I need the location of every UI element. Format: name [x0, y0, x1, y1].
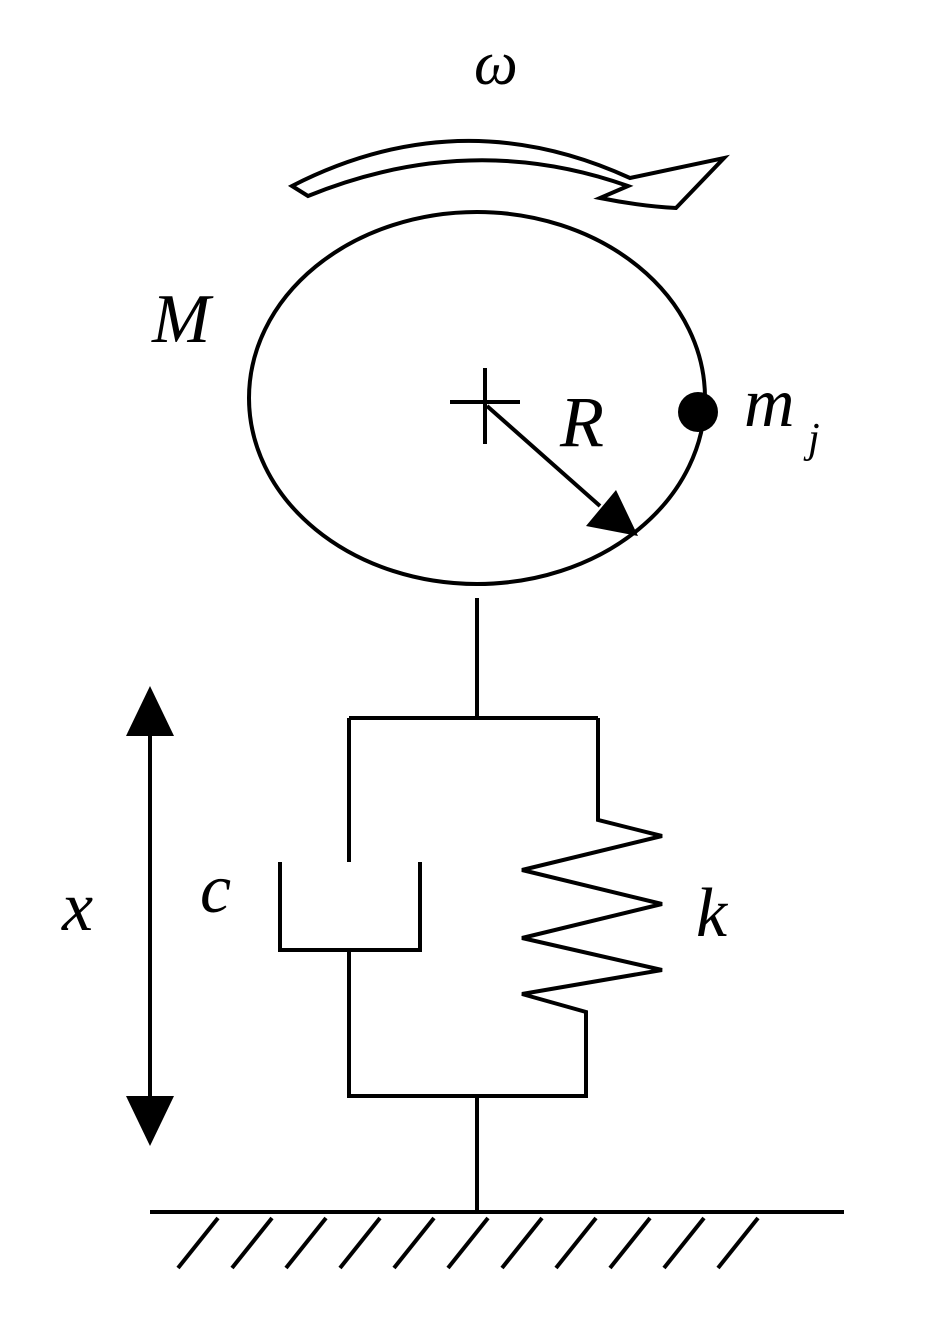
ground-hatch-line: [338, 1216, 382, 1270]
rotation-arrow: [287, 139, 730, 211]
ground-hatch-line: [392, 1216, 436, 1270]
ground-hatch-line: [176, 1216, 220, 1270]
ground-hatch-line: [554, 1216, 598, 1270]
displacement-label: x: [61, 869, 93, 946]
damper-cylinder: [278, 862, 422, 952]
displacement-arrowhead-up: [126, 686, 174, 736]
ground-hatch-line: [500, 1216, 544, 1270]
spring: [521, 718, 663, 1096]
mass-label: M: [151, 281, 214, 358]
ground-hatch-line: [230, 1216, 274, 1270]
omega-label: ω: [474, 30, 518, 98]
radius-arrow-shaft: [485, 404, 602, 508]
ground-hatch-line: [446, 1216, 490, 1270]
displacement-arrowhead-down: [126, 1096, 174, 1146]
ground-hatch-line: [716, 1216, 760, 1270]
stiffness-label: k: [696, 875, 729, 952]
ground-hatch-line: [284, 1216, 328, 1270]
rotating-mass: [247, 210, 707, 586]
radius-arrowhead: [586, 490, 638, 536]
eccentric-mass-label: m: [744, 365, 795, 442]
ground-hatching: [176, 1216, 760, 1270]
eccentric-mass-dot: [678, 392, 718, 432]
damping-label: c: [200, 851, 231, 928]
ground-hatch-line: [662, 1216, 706, 1270]
radius-label: R: [559, 382, 604, 462]
ground-hatch-line: [608, 1216, 652, 1270]
eccentric-mass-subscript: j: [803, 416, 820, 462]
